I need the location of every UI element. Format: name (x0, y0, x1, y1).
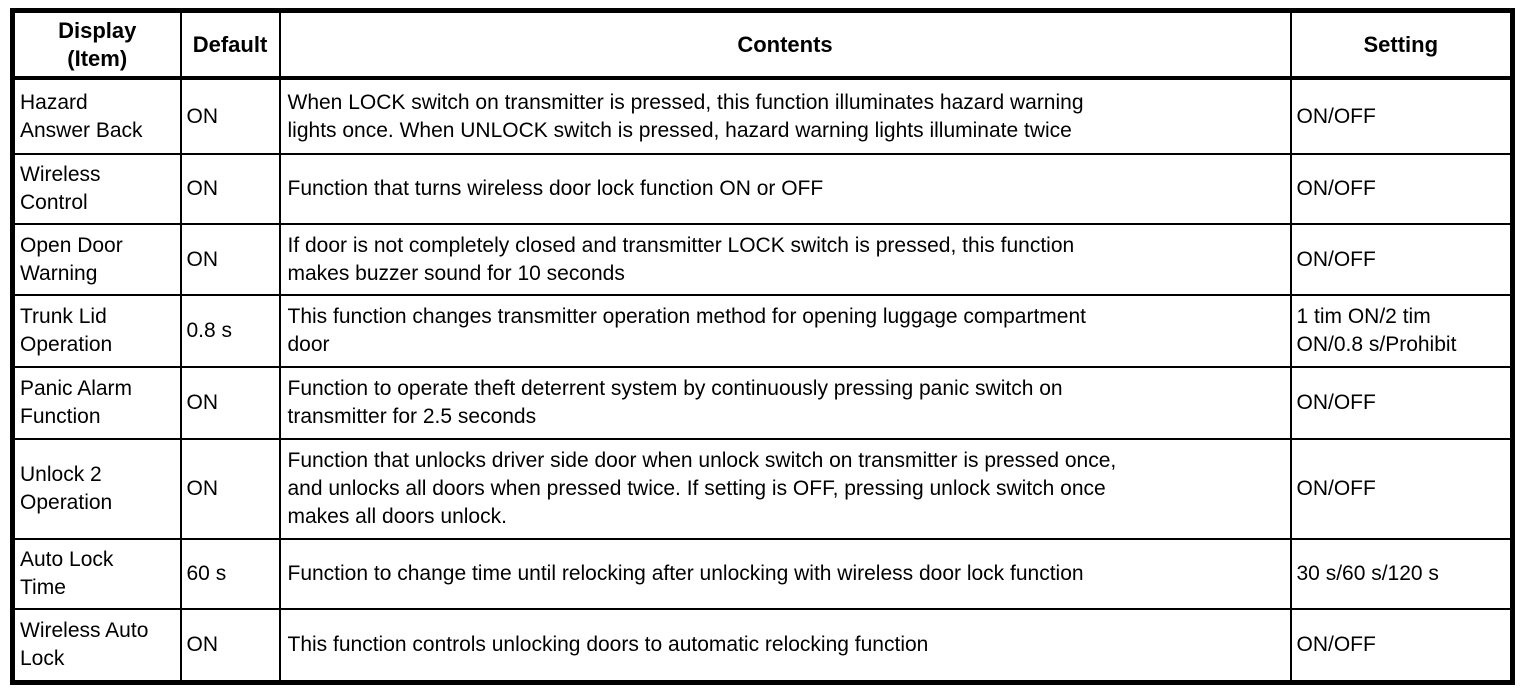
contents-cell: Function to operate theft deterrent syst… (278, 366, 1292, 440)
setting-cell: ON/OFF (1289, 608, 1514, 683)
table-row: Open Door Warning ON If door is not comp… (11, 223, 1514, 296)
default-cell: 60 s (179, 538, 281, 610)
default-cell: ON (179, 366, 281, 440)
contents-cell: Function that unlocks driver side door w… (278, 438, 1292, 540)
settings-table: Display (Item) Default Contents Setting … (10, 8, 1515, 685)
default-cell: ON (179, 438, 281, 540)
contents-cell: When LOCK switch on transmitter is press… (278, 77, 1292, 155)
table-row: Wireless Auto Lock ON This function cont… (11, 608, 1514, 683)
contents-cell: Function to change time until relocking … (278, 538, 1292, 610)
default-cell: ON (179, 223, 281, 296)
contents-cell: If door is not completely closed and tra… (278, 223, 1292, 296)
contents-cell: This function changes transmitter operat… (278, 294, 1292, 368)
table-row: Panic Alarm Function ON Function to oper… (11, 366, 1514, 440)
setting-cell: ON/OFF (1289, 77, 1514, 155)
display-cell: Trunk Lid Operation (11, 294, 182, 368)
default-cell: ON (179, 608, 281, 683)
display-cell: Auto Lock Time (11, 538, 182, 610)
setting-cell: 30 s/60 s/120 s (1289, 538, 1514, 610)
default-cell: ON (179, 153, 281, 225)
table-row: Hazard Answer Back ON When LOCK switch o… (11, 77, 1514, 155)
default-cell: ON (179, 77, 281, 155)
setting-cell: ON/OFF (1289, 223, 1514, 296)
column-header-setting: Setting (1289, 9, 1514, 80)
display-cell: Unlock 2 Operation (11, 438, 182, 540)
column-header-contents: Contents (278, 9, 1292, 80)
table-row: Wireless Control ON Function that turns … (11, 153, 1514, 225)
display-cell: Panic Alarm Function (11, 366, 182, 440)
header-row: Display (Item) Default Contents Setting (11, 9, 1514, 80)
table-row: Unlock 2 Operation ON Function that unlo… (11, 438, 1514, 540)
contents-cell: This function controls unlocking doors t… (278, 608, 1292, 683)
setting-cell: 1 tim ON/2 tim ON/0.8 s/Prohibit (1289, 294, 1514, 368)
display-cell: Wireless Control (11, 153, 182, 225)
setting-cell: ON/OFF (1289, 438, 1514, 540)
display-cell: Hazard Answer Back (11, 77, 182, 155)
display-cell: Wireless Auto Lock (11, 608, 182, 683)
table-row: Trunk Lid Operation 0.8 s This function … (11, 294, 1514, 368)
setting-cell: ON/OFF (1289, 153, 1514, 225)
column-header-default: Default (179, 9, 281, 80)
default-cell: 0.8 s (179, 294, 281, 368)
setting-cell: ON/OFF (1289, 366, 1514, 440)
contents-cell: Function that turns wireless door lock f… (278, 153, 1292, 225)
column-header-display-item: Display (Item) (11, 9, 182, 80)
display-cell: Open Door Warning (11, 223, 182, 296)
table-row: Auto Lock Time 60 s Function to change t… (11, 538, 1514, 610)
